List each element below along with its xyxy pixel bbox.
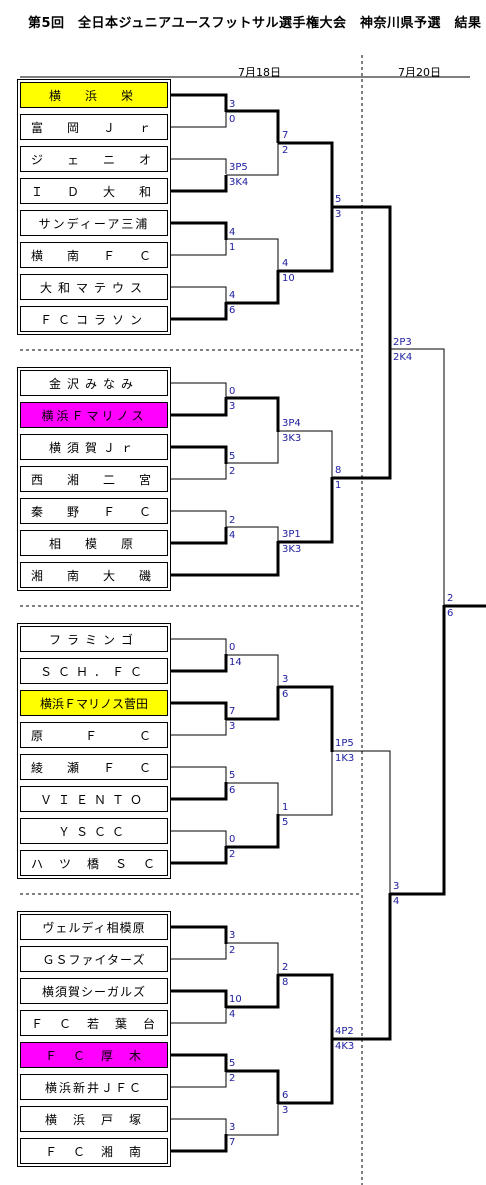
score-label: 1P5 xyxy=(335,738,354,749)
score-label: 5 xyxy=(229,1058,236,1069)
score-label: 3 xyxy=(229,930,236,941)
team-box: 横浜新井ＪＦＣ xyxy=(20,1074,168,1100)
score-label: 3 xyxy=(229,401,236,412)
team-box: 大和マテウス xyxy=(20,274,168,300)
score-label: 3K3 xyxy=(282,433,302,444)
score-label: 4P2 xyxy=(335,1026,354,1037)
score-label: 4K3 xyxy=(335,1041,355,1052)
score-label: 1 xyxy=(335,480,342,491)
team-box: ヴェルディ相模原 xyxy=(20,914,168,940)
score-label: 4 xyxy=(229,1009,236,1020)
group-frame-4 xyxy=(17,911,171,1167)
score-label: 2K4 xyxy=(393,352,413,363)
score-label: 2 xyxy=(229,466,236,477)
score-label: 3 xyxy=(229,721,236,732)
score-label: 3 xyxy=(335,209,342,220)
score-label: 7 xyxy=(229,706,236,717)
group-frame-1 xyxy=(17,79,171,335)
score-label: 6 xyxy=(447,608,454,619)
team-box: Ｉ Ｄ 大 和 xyxy=(20,178,168,204)
team-box: 横 浜 戸 塚 xyxy=(20,1106,168,1132)
team-box: ジ ェ ニ オ xyxy=(20,146,168,172)
score-label: 3P4 xyxy=(282,418,301,429)
team-box: 富 岡 Ｊ ｒ xyxy=(20,114,168,140)
score-label: 3K4 xyxy=(229,177,249,188)
score-label: 2 xyxy=(229,945,236,956)
team-box: Ｆ Ｃ 厚 木 xyxy=(20,1042,168,1068)
score-label: 10 xyxy=(229,994,242,1005)
score-label: 2 xyxy=(229,515,236,526)
team-box: ＧＳファイターズ xyxy=(20,946,168,972)
team-box: Ｆ Ｃ 若 葉 台 xyxy=(20,1010,168,1036)
team-box: 相 模 原 xyxy=(20,530,168,556)
score-label: 1K3 xyxy=(335,753,355,764)
group-frame-3 xyxy=(17,623,171,879)
team-box: Ｆ Ｃ 湘 南 xyxy=(20,1138,168,1164)
team-box: 横 南 Ｆ Ｃ xyxy=(20,242,168,268)
score-label: 2 xyxy=(447,593,454,604)
score-label: 14 xyxy=(229,657,242,668)
score-label: 2 xyxy=(229,849,236,860)
team-box: 西 湘 二 宮 xyxy=(20,466,168,492)
score-label: 5 xyxy=(282,817,289,828)
team-box: 横須賀シーガルズ xyxy=(20,978,168,1004)
score-label: 3 xyxy=(393,881,400,892)
score-label: 10 xyxy=(282,273,295,284)
date-label-day2: 7月20日 xyxy=(398,66,441,79)
score-label: 7 xyxy=(282,130,289,141)
score-label: 3P5 xyxy=(229,162,248,173)
score-label: 5 xyxy=(229,770,236,781)
score-label: 5 xyxy=(335,194,342,205)
score-label: 0 xyxy=(229,114,236,125)
score-label: 3 xyxy=(282,674,289,685)
score-label: 2 xyxy=(229,1073,236,1084)
score-label: 0 xyxy=(229,642,236,653)
score-label: 2P3 xyxy=(393,337,412,348)
score-label: 8 xyxy=(335,465,342,476)
team-box: ハ ツ 橋 Ｓ Ｃ xyxy=(20,850,168,876)
score-label: 3 xyxy=(282,1105,289,1116)
score-label: 8 xyxy=(282,977,289,988)
score-label: 1 xyxy=(282,802,289,813)
team-box: 秦 野 Ｆ Ｃ xyxy=(20,498,168,524)
score-label: 2 xyxy=(282,145,289,156)
score-label: 3 xyxy=(229,99,236,110)
score-label: 6 xyxy=(229,305,236,316)
team-box: ＹＳＣＣ xyxy=(20,818,168,844)
score-label: 1 xyxy=(229,242,236,253)
date-label-day1: 7月18日 xyxy=(238,66,281,79)
team-box: 原 Ｆ Ｃ xyxy=(20,722,168,748)
team-box: 横須賀Ｊｒ xyxy=(20,434,168,460)
score-label: 4 xyxy=(229,530,236,541)
team-box: サンディーア三浦 xyxy=(20,210,168,236)
team-box: ＶＩＥＮＴＯ xyxy=(20,786,168,812)
team-box: 綾 瀬 Ｆ Ｃ xyxy=(20,754,168,780)
score-label: 3K3 xyxy=(282,544,302,555)
score-label: 4 xyxy=(229,290,236,301)
team-box: 金沢みなみ xyxy=(20,370,168,396)
score-label: 0 xyxy=(229,834,236,845)
team-box: 湘 南 大 磯 xyxy=(20,562,168,588)
team-box: 横 浜 栄 xyxy=(20,82,168,108)
team-box: ＦＣコラソン xyxy=(20,306,168,332)
score-label: 3 xyxy=(229,1122,236,1133)
page-title: 第5回 全日本ジュニアユースフットサル選手権大会 神奈川県予選 結果 xyxy=(28,16,482,31)
score-label: 6 xyxy=(229,785,236,796)
group-frame-2 xyxy=(17,367,171,591)
team-box: ＳＣＨ．ＦＣ xyxy=(20,658,168,684)
team-box: 横浜Ｆマリノス菅田 xyxy=(20,690,168,716)
score-label: 6 xyxy=(282,689,289,700)
team-box: 横浜Ｆマリノス xyxy=(20,402,168,428)
score-label: 6 xyxy=(282,1090,289,1101)
score-label: 3P1 xyxy=(282,529,301,540)
score-label: 7 xyxy=(229,1137,236,1148)
score-label: 4 xyxy=(282,258,289,269)
score-label: 4 xyxy=(393,896,400,907)
team-box: フラミンゴ xyxy=(20,626,168,652)
score-label: 0 xyxy=(229,386,236,397)
score-label: 4 xyxy=(229,227,236,238)
score-label: 2 xyxy=(282,962,289,973)
score-label: 5 xyxy=(229,451,236,462)
